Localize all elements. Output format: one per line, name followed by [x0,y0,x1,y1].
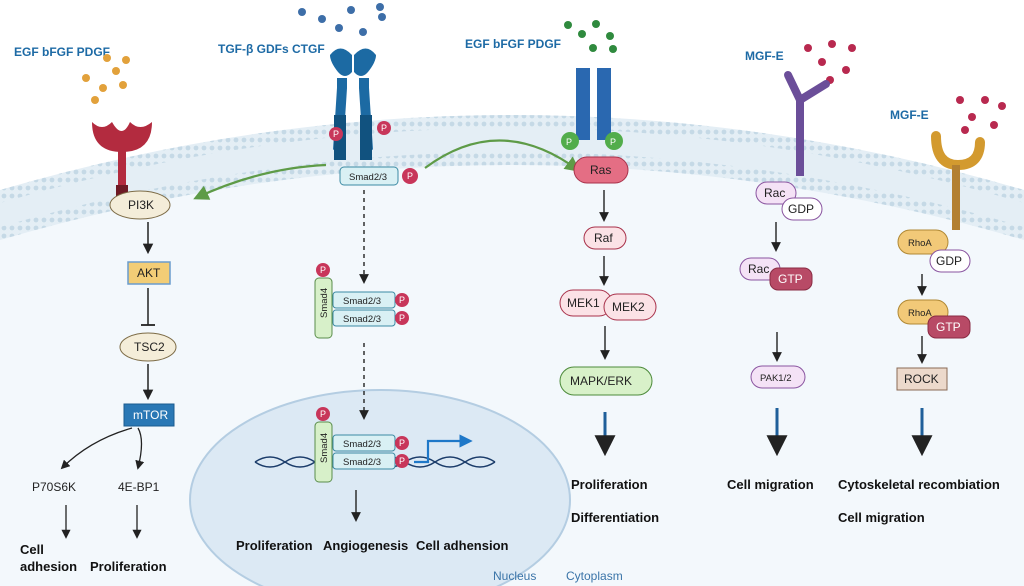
outcome-proliferation-left: Proliferation [90,559,167,574]
outcome-rho-migration: Cell migration [838,510,925,525]
outcome-smad-angiogenesis: Angiogenesis [323,538,408,553]
pak-node: PAK1/2 [750,365,806,389]
ligand-mgfe-1: MGF-E [745,49,784,63]
egf-dots-left [82,54,130,104]
mgfe-dots-2 [956,96,1006,134]
outcome-rho-cytoskeletal: Cytoskeletal recombiation [838,477,1000,492]
tgf-dots [298,3,386,36]
mek2-label: MEK2 [612,300,645,314]
membrane-inner-leaflet [0,152,1024,240]
p-label: P [399,313,405,323]
mapk-label: MAPK/ERK [570,374,632,388]
nucleus [189,389,571,586]
rhoa-label: RhoA [908,238,932,249]
p-label: P [399,456,405,466]
mtor-node: mTOR [123,403,175,427]
smad4-label: Smad4 [319,288,330,318]
p-label: P [381,123,387,133]
mtor-label: mTOR [133,408,168,422]
p-label: P [399,438,405,448]
smad23-membrane: Smad2/3 P [339,166,418,186]
arrow-mtor-p70 [60,427,133,470]
mapk-node: MAPK/ERK [559,366,653,396]
p-label: P [566,137,572,147]
outcome-smad-adhension: Cell adhension [416,538,509,553]
pak-label: PAK1/2 [760,373,792,384]
p-label: P [407,171,413,181]
tgf-phospho-2: P [377,121,391,135]
rhoa-label: RhoA [908,308,932,319]
mgfe-receptor-1 [784,71,830,176]
p-label: P [333,129,339,139]
pi3k-node: PI3K [109,190,171,220]
p-label: P [399,295,405,305]
4ebp1-label: 4E-BP1 [118,480,160,494]
tsc2-label: TSC2 [134,340,165,354]
mek2-node: MEK2 [603,293,657,321]
arrow-mtor-4ebp1 [135,427,145,470]
outcome-cell: Cell [20,542,44,557]
gdp-label: GDP [936,254,962,268]
rhoa-gtp-node: RhoA GTP [897,299,971,339]
ligand-egf-mid: EGF bFGF PDGF [465,37,561,51]
smad-complex-nucleus: P Smad4 Smad2/3 Smad2/3 P P [314,407,409,483]
rac-gdp-node: Rac GDP [755,181,823,221]
rock-label: ROCK [904,372,939,386]
ras-label: Ras [590,163,611,177]
rac-label: Rac [748,262,769,276]
egf-dots-mid [564,20,617,53]
outcome-adhesion: adhesion [20,559,77,574]
smad23-label: Smad2/3 [343,314,381,325]
raf-node: Raf [583,226,627,250]
transcription-arrow [414,434,473,464]
rac-gtp-node: Rac GTP [739,257,813,291]
rhoa-gdp-node: RhoA GDP [897,229,971,273]
p-label: P [610,137,616,147]
nucleus-label: Nucleus [493,569,536,583]
rac-label: Rac [764,186,785,200]
p-label: P [320,409,326,419]
gtp-label: GTP [778,272,803,286]
mgfe-receptor-2 [931,131,985,230]
tgf-phospho-1: P [329,127,343,141]
tgf-to-ras-arrow [424,139,581,172]
egf-receptor-mid: P P [561,68,623,150]
cytoplasm-label: Cytoplasm [566,569,623,583]
mek1-node: MEK1 [559,289,613,317]
outcome-rac-migration: Cell migration [727,477,814,492]
akt-node: AKT [127,261,171,285]
mgfe-dots-1 [804,40,856,84]
smad23-label: Smad2/3 [343,296,381,307]
outcome-ras-proliferation: Proliferation [571,477,648,492]
smad23-label: Smad2/3 [343,439,381,450]
tsc2-node: TSC2 [119,332,177,362]
ligand-mgfe-2: MGF-E [890,108,929,122]
pi3k-label: PI3K [128,198,154,212]
smad-complex-cyto: P Smad4 Smad2/3 Smad2/3 P P [314,263,409,339]
p-label: P [320,265,326,275]
outcome-ras-differentiation: Differentiation [571,510,659,525]
smad23-label: Smad2/3 [343,457,381,468]
ligand-tgf: TGF-β GDFs CTGF [218,42,325,56]
mek1-label: MEK1 [567,296,600,310]
tgf-to-pi3k-arrow [193,163,327,200]
ras-node: Ras [573,156,629,184]
smad23-label: Smad2/3 [349,172,387,183]
rock-node: ROCK [896,367,948,391]
p70s6k-label: P70S6K [32,480,76,494]
membrane-outer-leaflet [0,115,1024,203]
outcome-smad-proliferation: Proliferation [236,538,313,553]
raf-label: Raf [594,231,613,245]
ligand-egf-left: EGF bFGF PDGF [14,45,110,59]
akt-label: AKT [137,266,161,280]
smad4-label: Smad4 [319,433,330,463]
gtp-label: GTP [936,320,961,334]
gdp-label: GDP [788,202,814,216]
